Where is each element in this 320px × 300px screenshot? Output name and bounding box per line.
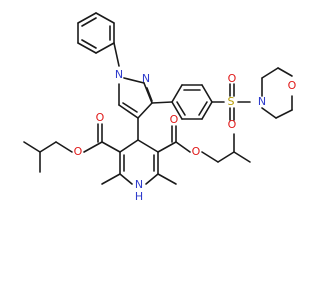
atom-n-dhp: N xyxy=(135,178,143,191)
structure-diagram: N N S O O N O O O O O N H xyxy=(23,12,297,203)
dihydropyridine-ring xyxy=(119,139,159,185)
morpholine-ring xyxy=(261,67,293,119)
phenyl-ring xyxy=(77,12,115,54)
bond-pyrazole-aryl xyxy=(151,101,173,104)
atom-o-sulfonyl-bottom: O xyxy=(228,118,237,131)
benzene-ring xyxy=(171,84,213,120)
atom-o-morpholine: O xyxy=(288,79,297,92)
atom-h-dhp: H xyxy=(135,190,143,203)
bond-phenyl-n1 xyxy=(113,42,120,67)
atom-n1: N xyxy=(115,68,123,81)
atom-n-morpholine: N xyxy=(258,95,266,108)
bond-methyl-left xyxy=(101,173,121,185)
atom-o-right-ether: O xyxy=(192,145,201,158)
atom-n2: N xyxy=(142,72,150,85)
atom-labels: N N S O O N O O O O O N H xyxy=(74,68,297,203)
atom-o-left-carbonyl: O xyxy=(96,111,105,124)
molecule-canvas: N N S O O N O O O O O N H xyxy=(23,12,297,203)
pyrazole-ring xyxy=(118,77,153,119)
atom-s: S xyxy=(228,95,235,108)
bond-methyl-right xyxy=(157,173,177,185)
atom-o-sulfonyl-top: O xyxy=(228,72,237,85)
atom-o-left-ether: O xyxy=(74,145,83,158)
right-ester-group xyxy=(157,125,251,163)
atom-o-right-carbonyl: O xyxy=(170,113,179,126)
left-ester-group xyxy=(23,123,121,173)
